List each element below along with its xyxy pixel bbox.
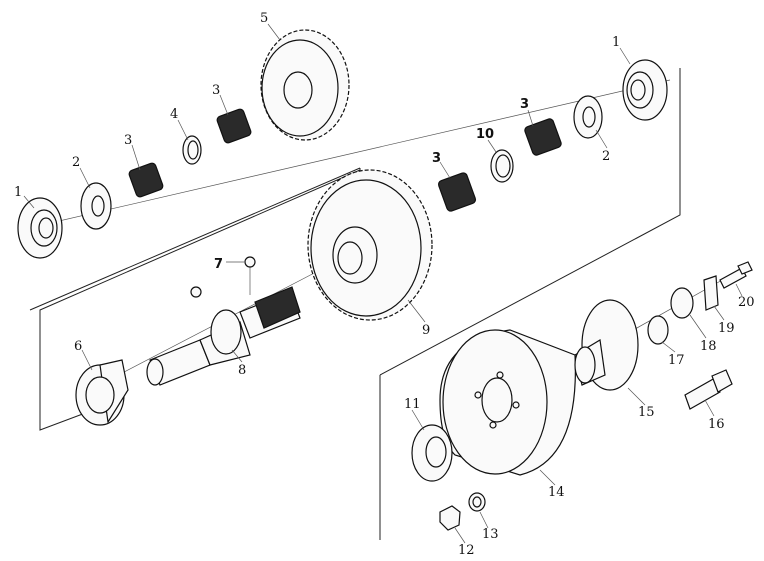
callout-11: 11 [404,397,421,412]
callout-17: 17 [668,353,685,368]
frame-lines [29,68,681,540]
washer-13 [468,492,486,512]
nut-12 [439,505,461,531]
callout-2-left: 2 [72,155,80,170]
callout-14: 14 [548,485,565,500]
washer-left [80,182,112,230]
callout-15: 15 [638,405,655,420]
needle-bearing-left [128,162,164,198]
seal-11 [411,424,453,482]
washer-right [573,95,603,139]
callout-3-left: 3 [124,133,132,148]
callout-2-right: 2 [602,149,610,164]
callout-labels: 1 2 3 4 3 5 1 2 3 10 3 7 6 8 9 20 19 18 … [14,11,755,558]
bearing-right [622,59,668,121]
gear-9 [307,169,433,321]
callout-1-left: 1 [14,185,22,200]
callout-3-right: 3 [520,97,529,112]
flange-15 [574,299,639,391]
needle-bearing-upper [216,108,252,144]
callout-13: 13 [482,527,499,542]
callout-8: 8 [238,363,246,378]
leader-lines [23,23,743,544]
callout-1-right: 1 [612,35,620,50]
ring-4 [182,135,202,165]
sleeve-6 [75,359,129,426]
drum-14 [439,329,576,476]
bolt-20 [719,261,753,289]
oring-17 [647,315,669,345]
bolt-16 [684,369,733,410]
key-balls [190,256,256,298]
needle-bearing-middle [437,172,477,212]
callout-3-upper: 3 [212,83,220,98]
plate-18 [670,287,694,319]
callout-20: 20 [738,295,755,310]
bearing-left [17,197,63,259]
callout-9: 9 [422,323,430,338]
needle-bearing-right [524,118,562,156]
callout-6: 6 [74,339,82,354]
callout-12: 12 [458,543,475,558]
callout-3-middle: 3 [432,151,441,166]
callout-4: 4 [170,107,178,122]
gear-5 [260,29,350,141]
callout-10: 10 [476,127,494,142]
ring-10 [490,149,514,183]
callout-5: 5 [260,11,268,26]
callout-19: 19 [718,321,735,336]
callout-18: 18 [700,339,717,354]
lockplate-19 [703,275,719,311]
shaft-8 [146,286,301,386]
callout-16: 16 [708,417,725,432]
callout-7: 7 [214,257,223,272]
